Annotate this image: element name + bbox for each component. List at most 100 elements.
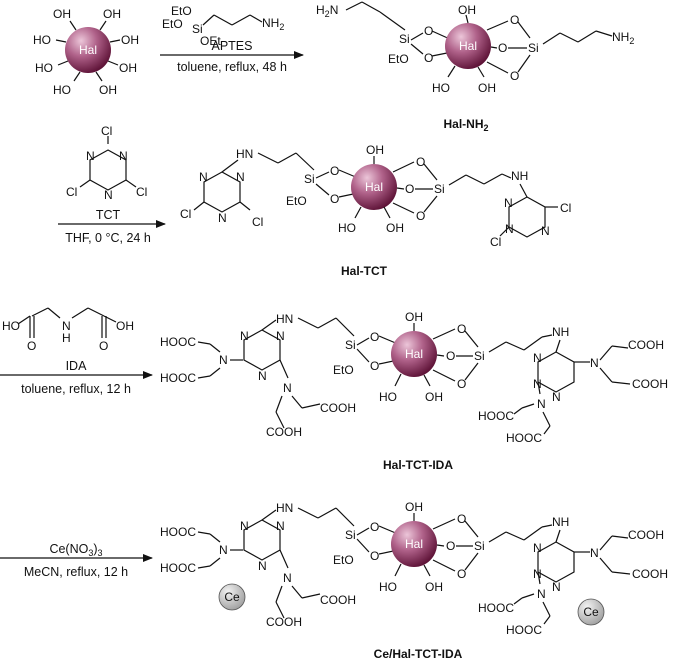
o-label: O <box>457 322 466 336</box>
hal-label: Hal <box>365 180 383 194</box>
nh2-label: NH2 <box>612 30 634 46</box>
si-label: Si <box>192 22 203 36</box>
o-label: O <box>405 182 414 196</box>
hooc-label: HOOC <box>160 371 196 385</box>
hooc-label: HOOC <box>478 601 514 615</box>
ho-label: HO <box>2 319 20 333</box>
o-label: O <box>510 69 519 83</box>
n-label: N <box>283 571 292 585</box>
n-label: N <box>590 546 599 560</box>
n-label: N <box>119 149 128 163</box>
o-label: O <box>424 24 433 38</box>
hal-label: Hal <box>405 537 423 551</box>
nh-label: NH <box>552 325 569 339</box>
n-label: N <box>533 351 542 365</box>
hal-nanotube-sphere <box>65 27 111 73</box>
cooh-label: COOH <box>266 425 302 439</box>
oh-label: OH <box>405 310 423 324</box>
oh-label: OH <box>458 3 476 17</box>
o-label: O <box>330 192 339 206</box>
n-label: N <box>276 329 285 343</box>
si-label: Si <box>528 41 539 55</box>
step-2-arrow: TCT THF, 0 °C, 24 h <box>58 208 166 245</box>
h-label: H <box>62 331 71 345</box>
o-label: O <box>424 51 433 65</box>
o-label: O <box>330 164 339 178</box>
oh-label: OH <box>121 33 139 47</box>
n-label: N <box>537 397 546 411</box>
hn-label: HN <box>276 501 293 515</box>
step-1-conditions: toluene, reflux, 48 h <box>177 60 287 74</box>
cl-label: Cl <box>101 124 112 138</box>
n-label: N <box>86 149 95 163</box>
step-1-arrow: APTES toluene, reflux, 48 h <box>160 39 304 74</box>
n-label: N <box>541 224 550 238</box>
ce-ion-sphere <box>577 598 605 626</box>
step-3-reagent: IDA <box>66 359 88 373</box>
step-4-reagent: Ce(NO3)3 <box>49 542 102 558</box>
ho-label: HO <box>432 81 450 95</box>
cooh-label: COOH <box>320 593 356 607</box>
cooh-label: COOH <box>632 377 668 391</box>
n-label: N <box>218 211 227 225</box>
step-2-reagent: TCT <box>96 208 121 222</box>
si-label: Si <box>304 172 315 186</box>
eto-label: EtO <box>171 4 192 18</box>
product-4-name: Ce/Hal-TCT-IDA <box>374 647 463 661</box>
o-label: O <box>370 549 379 563</box>
tct-structure: Cl N N N Cl Cl <box>66 124 147 202</box>
o-label: O <box>446 539 455 553</box>
ida-structure: HO O N H O OH <box>2 307 134 353</box>
oh-label: OH <box>53 7 71 21</box>
hooc-label: HOOC <box>160 335 196 349</box>
o-label: O <box>416 209 425 223</box>
si-label: Si <box>474 539 485 553</box>
n-label: N <box>258 559 267 573</box>
nh-label: NH <box>511 169 528 183</box>
n-label: N <box>590 356 599 370</box>
step-3-conditions: toluene, reflux, 12 h <box>21 382 131 396</box>
hooc-label: HOOC <box>506 623 542 637</box>
eto-label: EtO <box>333 553 354 567</box>
cl-label: Cl <box>252 215 263 229</box>
oh-label: OH <box>478 81 496 95</box>
step-1-reagent: APTES <box>212 39 253 53</box>
ho-label: HO <box>338 221 356 235</box>
si-label: Si <box>399 32 410 46</box>
n-label: N <box>537 587 546 601</box>
ho-label: HO <box>379 390 397 404</box>
cooh-label: COOH <box>628 528 664 542</box>
oh-label: OH <box>103 7 121 21</box>
oh-label: OH <box>405 500 423 514</box>
oh-label: OH <box>119 61 137 75</box>
ce-hal-tct-ida-product: HOOC HOOC N N N N HN N COOH COOH Ce Si E… <box>160 500 668 661</box>
product-2-name: Hal-TCT <box>341 264 388 278</box>
hal-nanotube-sphere <box>391 331 437 377</box>
o-label: O <box>416 155 425 169</box>
cooh-label: COOH <box>266 615 302 629</box>
ce-label: Ce <box>583 605 599 619</box>
n-label: N <box>240 329 249 343</box>
hooc-label: HOOC <box>160 561 196 575</box>
ho-label: HO <box>379 580 397 594</box>
oh-label: OH <box>386 221 404 235</box>
cooh-label: COOH <box>632 567 668 581</box>
step-4-arrow: Ce(NO3)3 MeCN, reflux, 12 h <box>0 542 153 579</box>
oh-label: OH <box>116 319 134 333</box>
cl-label: Cl <box>136 185 147 199</box>
nh2-label: NH2 <box>262 16 284 32</box>
n-label: N <box>240 519 249 533</box>
o-label: O <box>99 339 108 353</box>
n-label: N <box>283 381 292 395</box>
hal-starting-material: Hal OH OH HO OH HO OH HO OH <box>33 7 139 97</box>
n-label: N <box>219 543 228 557</box>
hooc-label: HOOC <box>160 525 196 539</box>
eto-label: EtO <box>388 52 409 66</box>
oh-label: OH <box>425 390 443 404</box>
n-label: N <box>533 567 542 581</box>
hn-label: HN <box>236 147 253 161</box>
hal-nh2-product: H2N Si EtO O O Hal OH HO OH O O O Si NH2 <box>316 1 634 133</box>
hal-tct-product: N N N Cl Cl HN Si EtO O O Hal OH HO OH O… <box>180 143 571 278</box>
n-label: N <box>236 170 245 184</box>
